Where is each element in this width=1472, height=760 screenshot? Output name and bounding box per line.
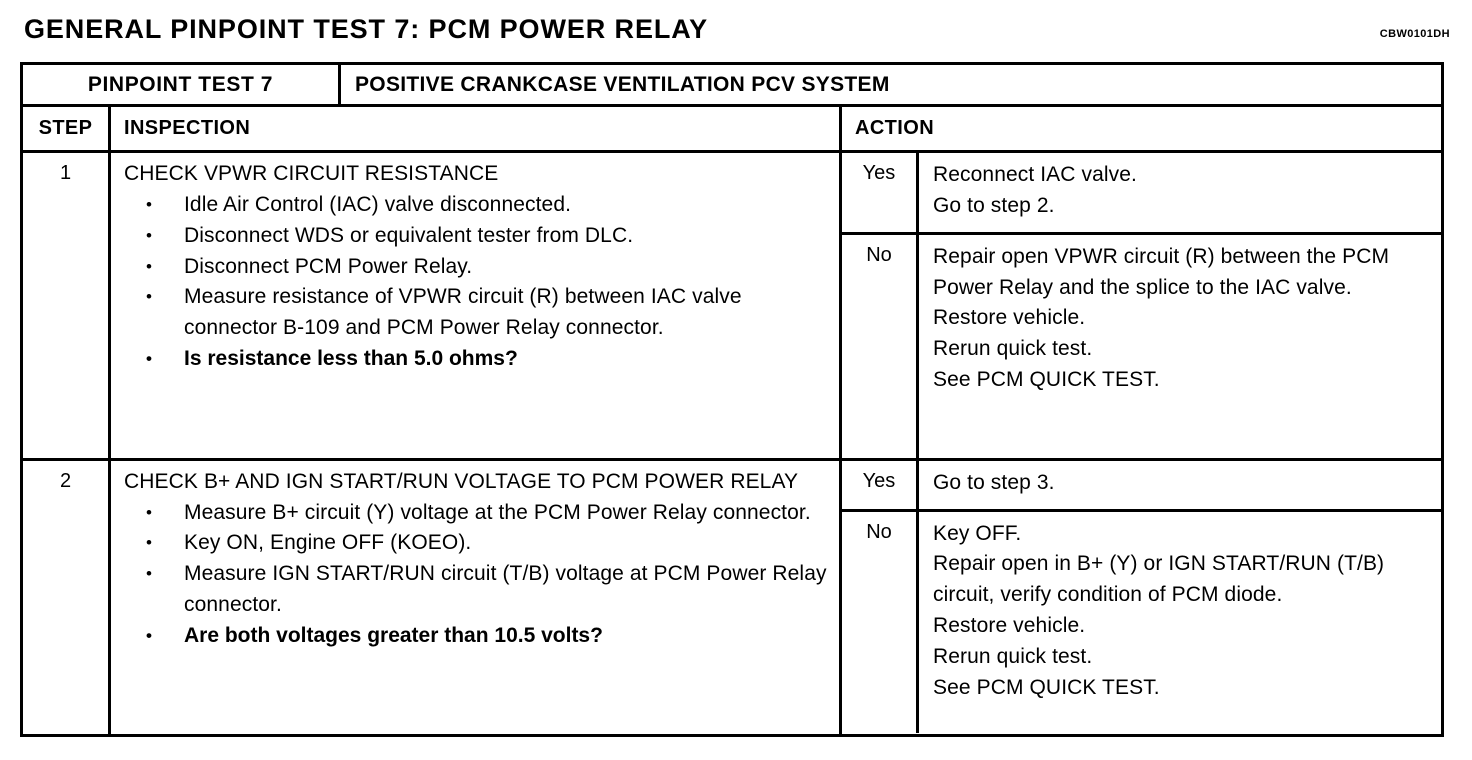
list-item: • Measure B+ circuit (Y) voltage at the P… (124, 498, 829, 529)
column-header-action: ACTION (855, 117, 935, 139)
pinpoint-test-table: PINPOINT TEST 7 POSITIVE CRANKCASE VENTI… (20, 62, 1444, 737)
table-banner-row: PINPOINT TEST 7 POSITIVE CRANKCASE VENTI… (23, 65, 1441, 107)
action-line: Restore vehicle. (933, 306, 1086, 330)
column-header-step: STEP (23, 107, 111, 150)
page-title: GENERAL PINPOINT TEST 7: PCM POWER RELAY (24, 14, 709, 44)
action-cell: Yes Reconnect IAC valve. Go to step 2. N… (842, 153, 1441, 458)
bullet-icon: • (146, 194, 153, 214)
list-item-label: Is resistance less than 5.0 ohms? (184, 347, 518, 371)
action-answer-label-yes: Yes (842, 153, 919, 232)
inspection-heading: CHECK B+ AND IGN START/RUN VOLTAGE TO PC… (124, 469, 799, 493)
action-line: Go to step 2. (933, 193, 1055, 217)
inspection-cell: CHECK VPWR CIRCUIT RESISTANCE • Idle Air … (111, 153, 842, 458)
action-text-yes: Reconnect IAC valve. Go to step 2. (919, 153, 1441, 232)
list-item: • Disconnect PCM Power Relay. (124, 252, 829, 283)
bullet-icon: • (146, 502, 153, 522)
inspection-cell: CHECK B+ AND IGN START/RUN VOLTAGE TO PC… (111, 460, 842, 734)
action-answer-label-yes: Yes (842, 460, 919, 509)
banner-system-name: POSITIVE CRANKCASE VENTILATION PCV SYSTE… (355, 72, 890, 96)
inspection-bullet-list: • Idle Air Control (IAC) valve disconnect… (124, 190, 829, 375)
list-item: • Idle Air Control (IAC) valve disconnect… (124, 190, 829, 221)
step-number: 1 (23, 153, 111, 458)
list-item-label: Measure resistance of VPWR circuit (R) b… (184, 285, 742, 340)
document-code: CBW0101DH (1379, 28, 1450, 40)
action-answer-label-no: No (842, 511, 919, 733)
action-line: Repair open in B+ (Y) or IGN START/RUN (… (933, 552, 1385, 607)
action-yes-branch: Yes Go to step 3. (842, 460, 1441, 512)
action-line: Rerun quick test. (933, 337, 1093, 361)
step-number: 2 (23, 460, 111, 734)
banner-test-label: PINPOINT TEST 7 (23, 65, 341, 104)
list-item-label: Measure B+ circuit (Y) voltage at the PC… (184, 500, 811, 524)
action-cell: Yes Go to step 3. No Key OFF. Repair ope… (842, 460, 1441, 734)
list-item: • Measure resistance of VPWR circuit (R) … (124, 282, 829, 344)
action-line: Rerun quick test. (933, 645, 1093, 669)
table-row: 2 CHECK B+ AND IGN START/RUN VOLTAGE TO … (23, 460, 1441, 734)
bullet-icon: • (146, 225, 153, 245)
action-line: Key OFF. (933, 521, 1022, 545)
action-line: Reconnect IAC valve. (933, 163, 1137, 186)
bullet-icon: • (146, 564, 153, 584)
action-no-branch: No Key OFF. Repair open in B+ (Y) or IGN… (842, 511, 1441, 733)
list-item-label: Disconnect PCM Power Relay. (184, 254, 473, 278)
action-answer-label-no: No (842, 234, 919, 458)
action-yes-branch: Yes Reconnect IAC valve. Go to step 2. (842, 153, 1441, 235)
bullet-icon: • (146, 287, 153, 307)
column-header-inspection: INSPECTION (111, 107, 842, 150)
action-line: See PCM QUICK TEST. (933, 368, 1160, 392)
bullet-icon: • (146, 533, 153, 553)
bullet-icon: • (146, 256, 153, 276)
action-line: Restore vehicle. (933, 614, 1086, 638)
table-column-header-row: STEP INSPECTION ACTION (23, 107, 1441, 153)
list-item: • Measure IGN START/RUN circuit (T/B) vol… (124, 559, 829, 621)
action-text-yes: Go to step 3. (919, 461, 1441, 509)
list-item-label: Are both voltages greater than 10.5 volt… (184, 624, 603, 648)
inspection-bullet-list: • Measure B+ circuit (Y) voltage at the P… (124, 498, 829, 652)
action-line: Go to step 3. (933, 470, 1055, 494)
list-item-label: Measure IGN START/RUN circuit (T/B) volt… (184, 562, 827, 617)
list-item: • Key ON, Engine OFF (KOEO). (124, 528, 829, 559)
list-item: • Disconnect WDS or equivalent tester fro… (124, 221, 829, 252)
action-no-branch: No Repair open VPWR circuit (R) between … (842, 234, 1441, 458)
list-item-label: Key ON, Engine OFF (KOEO). (184, 531, 472, 555)
bullet-icon: • (146, 626, 152, 646)
action-line: See PCM QUICK TEST. (933, 675, 1160, 699)
document-title-row: GENERAL PINPOINT TEST 7: PCM POWER RELAY… (0, 14, 1472, 54)
list-item-label: Idle Air Control (IAC) valve disconnecte… (184, 192, 572, 216)
list-item-label: Disconnect WDS or equivalent tester from… (184, 223, 634, 247)
action-line: Repair open VPWR circuit (R) between the… (933, 244, 1390, 299)
bullet-icon: • (146, 349, 152, 369)
list-item: • Are both voltages greater than 10.5 vol… (124, 621, 829, 652)
table-row: 1 CHECK VPWR CIRCUIT RESISTANCE • Idle Ai… (23, 153, 1441, 461)
list-item: • Is resistance less than 5.0 ohms? (124, 344, 829, 375)
action-text-no: Repair open VPWR circuit (R) between the… (919, 235, 1441, 458)
inspection-heading: CHECK VPWR CIRCUIT RESISTANCE (124, 162, 499, 185)
action-text-no: Key OFF. Repair open in B+ (Y) or IGN ST… (919, 512, 1441, 733)
